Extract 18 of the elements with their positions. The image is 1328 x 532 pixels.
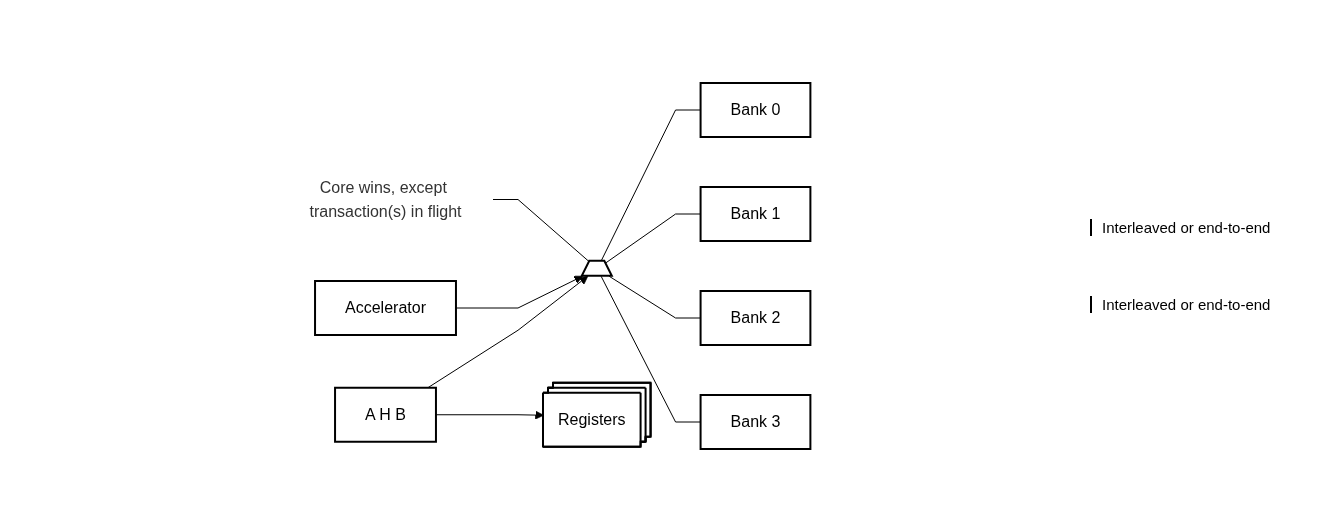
node-trapezoid (579, 259, 614, 277)
node-box: Accelerator (313, 280, 457, 336)
node-box: Bank 1 (699, 186, 812, 242)
bracket-note: Interleaved or end-to-end (1090, 219, 1320, 236)
arrow (435, 410, 544, 420)
node-text: Core wins, except transaction(s) in flight (309, 178, 462, 220)
arrow (455, 275, 583, 309)
connector (492, 199, 590, 263)
node-box: Bank 3 (699, 394, 812, 450)
connector (608, 275, 701, 319)
bracket-note: Interleaved or end-to-end (1090, 296, 1320, 313)
arrow (427, 275, 588, 389)
node-box: A H B (333, 386, 437, 443)
node-box: Bank 2 (699, 290, 812, 346)
node-box: Bank 0 (699, 82, 812, 138)
connector (604, 213, 701, 264)
connector (600, 109, 701, 262)
connector (600, 275, 701, 423)
